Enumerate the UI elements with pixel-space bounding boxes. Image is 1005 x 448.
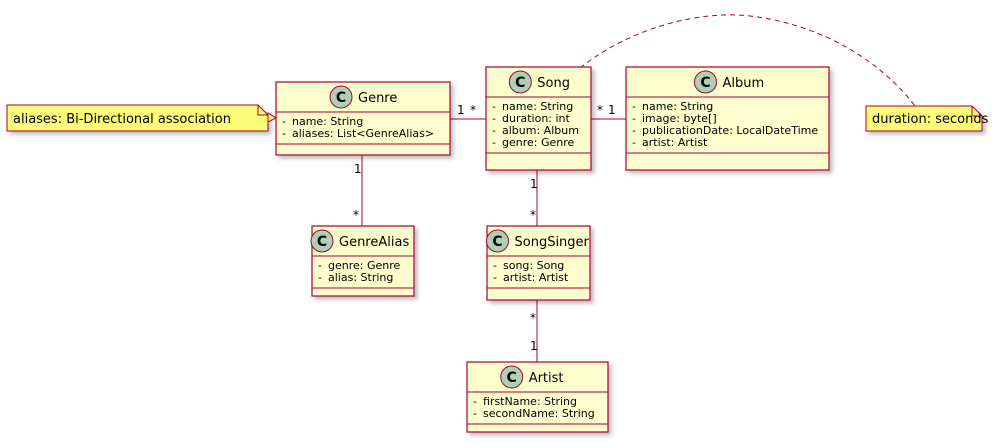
- class-name: Album: [723, 76, 765, 91]
- class-marker-letter: C: [317, 234, 327, 250]
- attribute-visibility: -: [632, 112, 636, 125]
- class-attribute: name: String: [502, 100, 573, 113]
- mult-song-album-song: *: [597, 103, 603, 117]
- mult-singer-artist-artist: 1: [530, 339, 538, 353]
- class-attribute: publicationDate: LocalDateTime: [642, 124, 818, 137]
- note-pointer: [267, 112, 278, 123]
- attribute-visibility: -: [473, 395, 477, 408]
- class-genre: C Genre -name: String-aliases: List<GenreA…: [275, 81, 451, 156]
- class-marker-icon: [329, 85, 353, 109]
- class-name: Artist: [529, 371, 564, 386]
- class-attribute: name: String: [292, 115, 363, 128]
- class-attribute: song: Song: [503, 259, 564, 272]
- note-duration-text: duration: seconds: [872, 112, 989, 127]
- class-attribute: artist: Artist: [503, 271, 569, 284]
- mult-genre-song-song: *: [470, 103, 476, 117]
- note-duration: duration: seconds: [865, 105, 989, 132]
- attribute-visibility: -: [318, 271, 322, 284]
- duration-note-connector: [579, 14, 916, 107]
- class-marker-icon: [508, 70, 532, 94]
- note-fold: [971, 106, 982, 117]
- class-marker-letter: C: [492, 234, 502, 250]
- mult-song-album-album: 1: [608, 103, 616, 117]
- class-attribute: duration: int: [502, 112, 571, 125]
- attribute-visibility: -: [492, 112, 496, 125]
- class-attribute: secondName: String: [483, 407, 595, 420]
- mult-genre-song-genre: 1: [457, 103, 465, 117]
- class-name: Song: [537, 76, 570, 91]
- note-shape: [865, 105, 983, 132]
- attribute-visibility: -: [282, 115, 286, 128]
- attribute-visibility: -: [492, 124, 496, 137]
- association-lines: [361, 118, 626, 362]
- class-attribute: image: byte[]: [642, 112, 717, 125]
- class-attribute: genre: Genre: [502, 136, 575, 149]
- mult-song-singer-song: 1: [530, 177, 538, 191]
- class-attribute: album: Album: [502, 124, 579, 137]
- class-attribute: firstName: String: [483, 395, 577, 408]
- note-aliases: aliases: Bi-Directional association: [6, 104, 278, 132]
- mult-genre-alias-genre: 1: [354, 162, 362, 176]
- class-marker-letter: C: [507, 370, 517, 386]
- class-marker-letter: C: [700, 75, 710, 91]
- mult-singer-artist-singer: *: [530, 311, 536, 325]
- class-marker-icon: [486, 229, 509, 253]
- mult-genre-alias-alias: *: [353, 208, 359, 222]
- class-song-singer: C SongSinger -song: Song-artist: Artist: [486, 225, 591, 301]
- class-genre-alias: C GenreAlias -genre: Genre-alias: String: [310, 225, 415, 297]
- attribute-visibility: -: [492, 100, 496, 113]
- class-attribute: artist: Artist: [642, 136, 708, 149]
- class-artist: C Artist -firstName: String-secondName: St…: [466, 361, 609, 433]
- class-attribute: name: String: [642, 100, 713, 113]
- class-attribute: alias: String: [328, 271, 393, 284]
- class-name: Genre: [358, 91, 397, 106]
- class-marker-icon: [500, 365, 524, 389]
- attribute-visibility: -: [493, 271, 497, 284]
- attribute-visibility: -: [492, 136, 496, 149]
- attribute-visibility: -: [632, 124, 636, 137]
- class-name: GenreAlias: [339, 235, 409, 250]
- class-marker-letter: C: [515, 75, 525, 91]
- multiplicity-labels: 1 * * 1 1 * 1 * * 1: [353, 103, 616, 353]
- note-aliases-text: aliases: Bi-Directional association: [13, 112, 231, 127]
- class-marker-icon: [694, 70, 717, 94]
- attribute-visibility: -: [473, 407, 477, 420]
- class-marker-icon: [310, 229, 334, 253]
- class-box: [466, 361, 609, 433]
- attribute-visibility: -: [632, 136, 636, 149]
- attribute-visibility: -: [493, 259, 497, 272]
- note-shape: [6, 104, 269, 132]
- attribute-visibility: -: [282, 127, 286, 140]
- class-attribute: aliases: List<GenreAlias>: [292, 127, 434, 140]
- attribute-visibility: -: [318, 259, 322, 272]
- class-box: [275, 81, 451, 156]
- class-marker-letter: C: [336, 90, 346, 106]
- class-name: SongSinger: [515, 235, 590, 250]
- note-fold: [257, 105, 268, 116]
- mult-song-singer-singer: *: [530, 208, 536, 222]
- class-attribute: genre: Genre: [328, 259, 401, 272]
- attribute-visibility: -: [632, 100, 636, 113]
